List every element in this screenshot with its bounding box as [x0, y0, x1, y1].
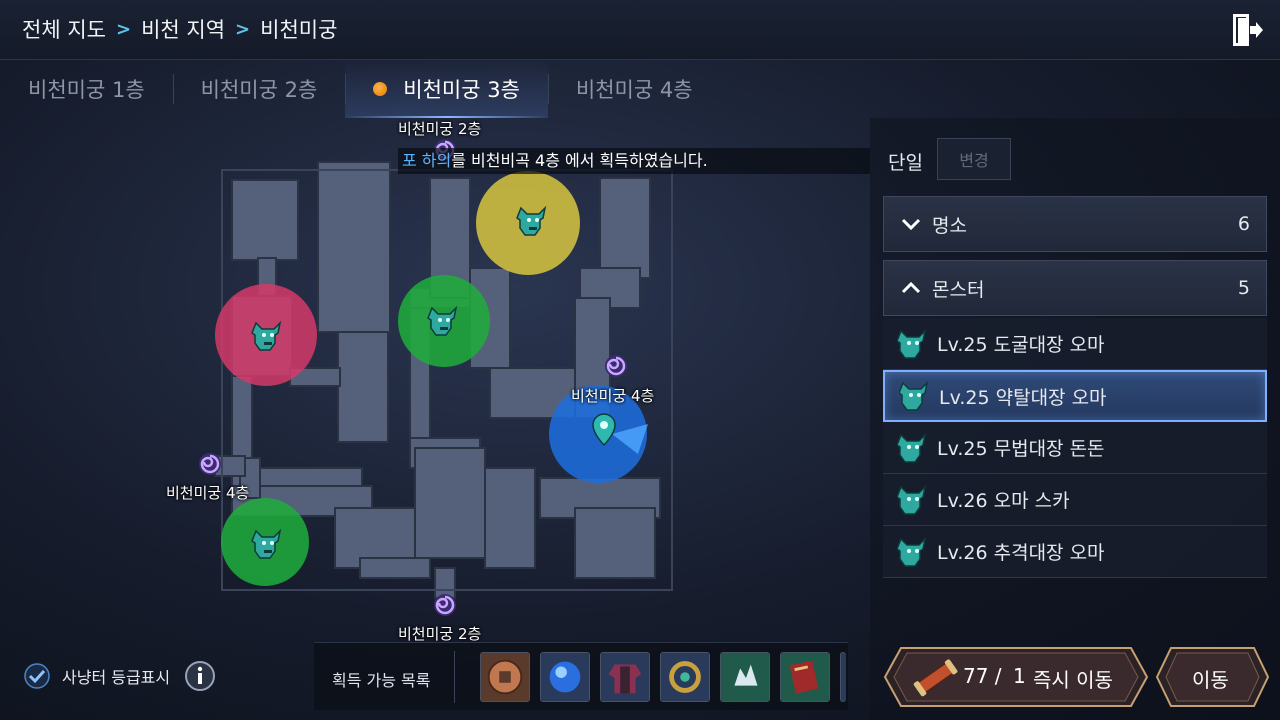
monster-list-item-selected[interactable]: Lv.25 약탈대장 오마 — [883, 370, 1267, 422]
teleport-button-frame — [883, 647, 1149, 707]
monster-list: Lv.25 도굴대장 오마 Lv.25 약탈대장 오마 Lv.25 무법대장 돈… — [883, 318, 1267, 578]
teleport-label: 즉시 이동 — [1033, 668, 1113, 692]
monster-list-item[interactable]: Lv.25 무법대장 돈돈 — [883, 422, 1267, 474]
section-label: 몬스터 — [932, 278, 985, 301]
dungeon-map[interactable]: 비천미궁 2층 비천미궁 4층 비천미궁 4층 비천미궁 2층 포 하의를 비천… — [0, 118, 870, 720]
loot-items — [480, 652, 846, 702]
acquire-notice: 포 하의를 비천비곡 4층 에서 획득하였습니다. — [398, 148, 870, 174]
change-filter-button[interactable]: 변경 — [937, 138, 1011, 180]
instant-teleport-button[interactable]: 77 / 1 즉시 이동 — [883, 646, 1149, 708]
tab-floor-4[interactable]: 비천미궁 4층 — [547, 60, 721, 118]
portal-swirl-icon[interactable] — [603, 353, 629, 379]
crystal-item-icon[interactable] — [720, 652, 770, 702]
teleport-scroll-count: 77 / — [963, 664, 1002, 688]
tab-label: 비천미궁 4층 — [575, 78, 693, 102]
chevron-up-icon — [901, 281, 921, 294]
portal-swirl-icon[interactable] — [197, 451, 223, 477]
book-item-icon[interactable] — [780, 652, 830, 702]
exit-button[interactable] — [1230, 12, 1264, 48]
loot-list: 획득 가능 목록 — [314, 642, 848, 710]
side-panel: 단일 변경 명소 6 몬스터 5 Lv.25 도굴대장 오마 Lv.25 약탈대… — [870, 118, 1280, 720]
monster-face-icon — [897, 328, 927, 359]
breadcrumb-world[interactable]: 전체 지도 — [22, 18, 106, 42]
monster-name: Lv.25 도굴대장 오마 — [937, 334, 1105, 356]
monster-name: Lv.25 약탈대장 오마 — [939, 386, 1107, 409]
monster-list-item[interactable]: Lv.26 오마 스카 — [883, 474, 1267, 526]
notice-text: 를 비천비곡 4층 에서 획득하였습니다. — [451, 151, 708, 170]
monster-name: Lv.26 추격대장 오마 — [937, 542, 1105, 564]
tab-floor-2[interactable]: 비천미궁 2층 — [172, 60, 346, 118]
checkmark-icon — [24, 663, 50, 689]
exit-door-icon — [1233, 14, 1263, 46]
portal-label: 비천미궁 4층 — [571, 387, 655, 405]
map-layout — [197, 137, 673, 618]
loot-label: 획득 가능 목록 — [332, 671, 431, 690]
monster-name: Lv.26 오마 스카 — [937, 490, 1070, 512]
top-bar: 전체 지도 > 비천 지역 > 비천미궁 — [0, 0, 1280, 60]
chevron-right-icon: > — [235, 18, 251, 40]
monster-list-item[interactable]: Lv.26 추격대장 오마 — [883, 526, 1267, 578]
portal-label: 비천미궁 4층 — [166, 484, 250, 502]
section-count: 6 — [1237, 213, 1250, 235]
monster-face-icon — [899, 380, 929, 411]
info-icon[interactable] — [184, 660, 216, 692]
move-button[interactable]: 이동 — [1155, 646, 1270, 708]
notice-item-name: 포 하의 — [402, 151, 452, 170]
breadcrumb: 전체 지도 > 비천 지역 > 비천미궁 — [22, 14, 337, 44]
orb-item-icon[interactable] — [540, 652, 590, 702]
chevron-right-icon: > — [115, 18, 132, 40]
monster-face-icon — [897, 484, 927, 515]
tab-label: 비천미궁 2층 — [200, 78, 318, 102]
section-monsters[interactable]: 몬스터 5 — [883, 260, 1267, 316]
divider — [454, 651, 455, 703]
monster-name: Lv.25 무법대장 돈돈 — [937, 438, 1105, 460]
section-label: 명소 — [932, 214, 967, 237]
location-pin-icon — [592, 413, 648, 454]
breadcrumb-dungeon: 비천미궁 — [260, 18, 338, 42]
loot-item-partial[interactable] — [840, 652, 846, 702]
move-label: 이동 — [1192, 668, 1229, 692]
portal-label: 비천미궁 2층 — [398, 625, 482, 643]
section-count: 5 — [1237, 277, 1250, 299]
move-button-frame — [1155, 647, 1270, 707]
chevron-down-icon — [901, 218, 921, 231]
tab-label: 비천미궁 3층 — [403, 78, 520, 102]
portal-swirl-icon[interactable] — [432, 592, 458, 618]
tab-floor-3[interactable]: 비천미궁 3층 — [345, 60, 548, 118]
monster-face-icon — [897, 432, 927, 463]
amulet-item-icon[interactable] — [660, 652, 710, 702]
breadcrumb-region[interactable]: 비천 지역 — [141, 18, 226, 42]
portal-label: 비천미궁 2층 — [398, 120, 482, 138]
tab-floor-1[interactable]: 비천미궁 1층 — [0, 60, 173, 118]
coin-item-icon[interactable] — [480, 652, 530, 702]
grade-label: 사냥터 등급표시 — [62, 668, 171, 687]
teleport-cost: 1 — [1013, 664, 1026, 688]
monster-list-item[interactable]: Lv.25 도굴대장 오마 — [883, 318, 1267, 370]
section-landmarks[interactable]: 명소 6 — [883, 196, 1267, 252]
filter-label: 단일 — [888, 152, 923, 174]
tab-label: 비천미궁 1층 — [28, 78, 145, 102]
hunting-grade-toggle[interactable]: 사냥터 등급표시 — [24, 660, 216, 692]
floor-tabs: 비천미궁 1층 비천미궁 2층 비천미궁 3층 비천미궁 4층 — [0, 60, 870, 118]
monster-face-icon — [897, 536, 927, 567]
armor-item-icon[interactable] — [600, 652, 650, 702]
scroll-icon — [913, 659, 958, 697]
current-floor-dot-icon — [373, 82, 388, 96]
